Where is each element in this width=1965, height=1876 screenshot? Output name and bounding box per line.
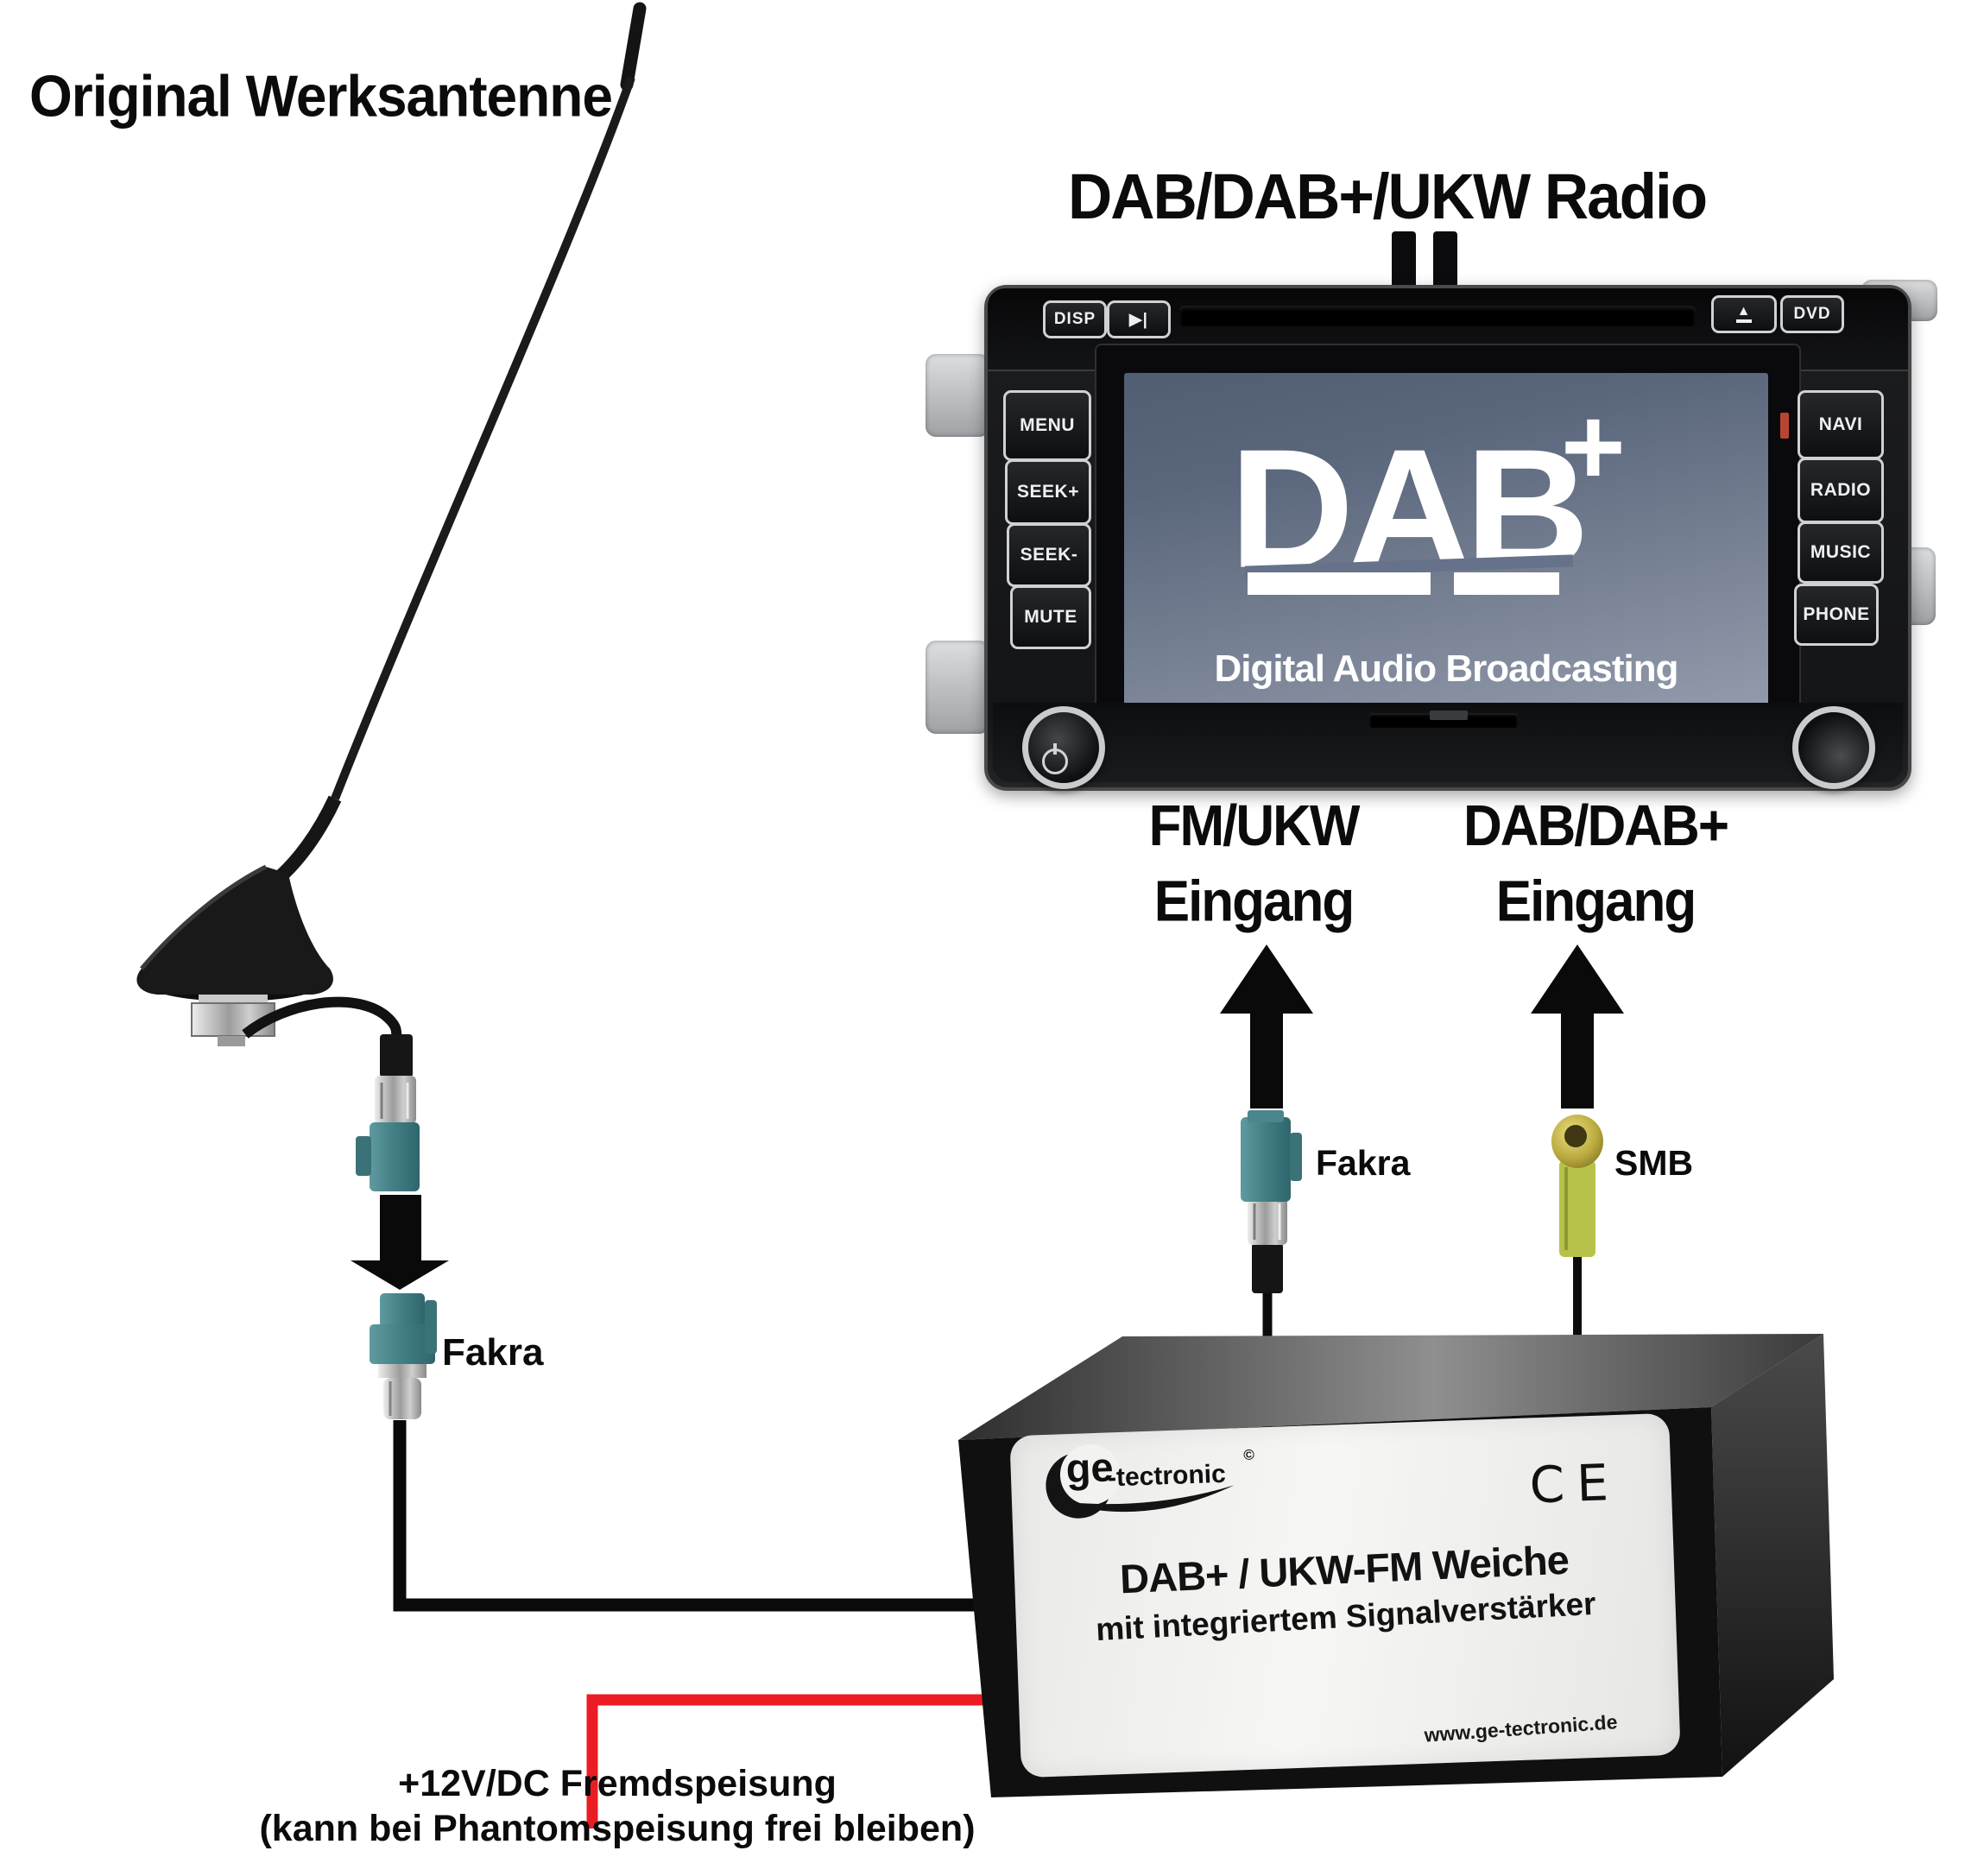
navi-button-label: NAVI (1818, 414, 1863, 434)
radio-button: RADIO (1798, 458, 1884, 523)
music-button: MUSIC (1798, 521, 1884, 584)
phone-button: PHONE (1794, 584, 1879, 646)
dab-input-line2: Eingang (1495, 869, 1697, 933)
brand-tectronic: -tectronic (1107, 1459, 1227, 1493)
up-arrow-fm (1220, 944, 1313, 1109)
eject-button: ▲ (1711, 295, 1777, 333)
radio-head-unit: DISP ▶| ▲ DVD DAB + Digital Audio Broadc… (984, 285, 1911, 791)
chin-slot (1369, 713, 1518, 728)
dab-logo-subtitle: Digital Audio Broadcasting (1214, 647, 1678, 690)
power-wire-red (586, 1694, 993, 1829)
power-volume-knob (1022, 706, 1105, 789)
up-arrow-dab (1531, 944, 1624, 1109)
ge-tectronic-logo: ge -tectronic © (1045, 1437, 1306, 1528)
eject-icon: ▲ (1735, 304, 1753, 324)
seek-plus-button: SEEK+ (1005, 459, 1091, 525)
fakra-male-connector-antenna (370, 1293, 437, 1419)
fakra-label-antenna: Fakra (442, 1331, 544, 1374)
title-dab-radio: DAB/DAB+/UKW Radio (1068, 161, 1708, 233)
dab-logo-dash (1248, 572, 1431, 595)
seek-minus-button-label: SEEK- (1020, 545, 1078, 565)
fm-input-line2: Eingang (1153, 869, 1355, 933)
power-note-line2: (kann bei Phantomspeisung frei bleiben) (259, 1808, 976, 1850)
smb-label: SMB (1614, 1143, 1694, 1183)
mute-button-label: MUTE (1024, 607, 1077, 627)
ge-tectronic-swoosh-icon (1046, 1444, 1235, 1519)
brand-copyright: © (1242, 1446, 1255, 1464)
radio-screen: DAB + Digital Audio Broadcasting (1124, 373, 1768, 739)
roof-antenna-base (136, 864, 333, 1046)
splitter-website: www.ge-tectronic.de (1423, 1710, 1619, 1747)
navi-button: NAVI (1798, 390, 1884, 459)
mute-button: MUTE (1010, 585, 1091, 649)
disp-button-label: DISP (1053, 310, 1096, 328)
seek-minus-button: SEEK- (1007, 523, 1091, 587)
chin-notch (1430, 711, 1468, 720)
power-note-line1: +12V/DC Fremdspeisung (398, 1763, 837, 1804)
fm-input-label: FM/UKW Eingang (1071, 789, 1437, 939)
cd-slot (1179, 306, 1696, 326)
radio-top-tab-right (1433, 231, 1457, 288)
power-note: +12V/DC Fremdspeisung (kann bei Phantoms… (207, 1761, 1027, 1852)
music-button-label: MUSIC (1810, 542, 1872, 562)
radio-bracket-left-lower (926, 641, 989, 734)
dab-logo-plus: + (1561, 385, 1626, 508)
phone-button-label: PHONE (1803, 604, 1870, 624)
fakra-female-connector (356, 1034, 420, 1191)
fakra-label-radio: Fakra (1316, 1143, 1411, 1183)
radio-top-tab-left (1392, 231, 1416, 288)
bezel-mark (1780, 413, 1789, 439)
dab-input-label: DAB/DAB+ Eingang (1400, 789, 1791, 939)
menu-button: MENU (1003, 390, 1091, 461)
roof-antenna-whip (275, 2, 647, 882)
fm-input-line1: FM/UKW (1148, 793, 1361, 858)
radio-button-label: RADIO (1810, 480, 1872, 500)
dab-logo-dash (1454, 572, 1559, 595)
dvd-button-label: DVD (1793, 305, 1831, 323)
play-pause-icon: ▶| (1129, 310, 1148, 329)
ce-mark: CE (1528, 1452, 1621, 1515)
title-original-werksantenne: Original Werksantenne (29, 63, 613, 129)
antenna-pigtail-cable (242, 996, 402, 1039)
radio-chin (993, 703, 1903, 782)
tuning-knob (1792, 706, 1875, 789)
seek-plus-button-label: SEEK+ (1017, 482, 1079, 502)
play-pause-button: ▶| (1107, 300, 1171, 338)
radio-bracket-left-upper (926, 354, 989, 437)
menu-button-label: MENU (1020, 415, 1075, 435)
power-icon (1042, 743, 1068, 774)
down-arrow (351, 1195, 449, 1290)
dab-input-line1: DAB/DAB+ (1463, 793, 1729, 858)
disp-button: DISP (1043, 300, 1107, 338)
screen-bezel: DAB + Digital Audio Broadcasting (1095, 344, 1801, 768)
dvd-button: DVD (1780, 295, 1844, 333)
splitter-label: ge -tectronic © CE DAB+ / UKW-FM Weiche … (1009, 1412, 1681, 1778)
antenna-to-splitter-cable (393, 1420, 993, 1612)
